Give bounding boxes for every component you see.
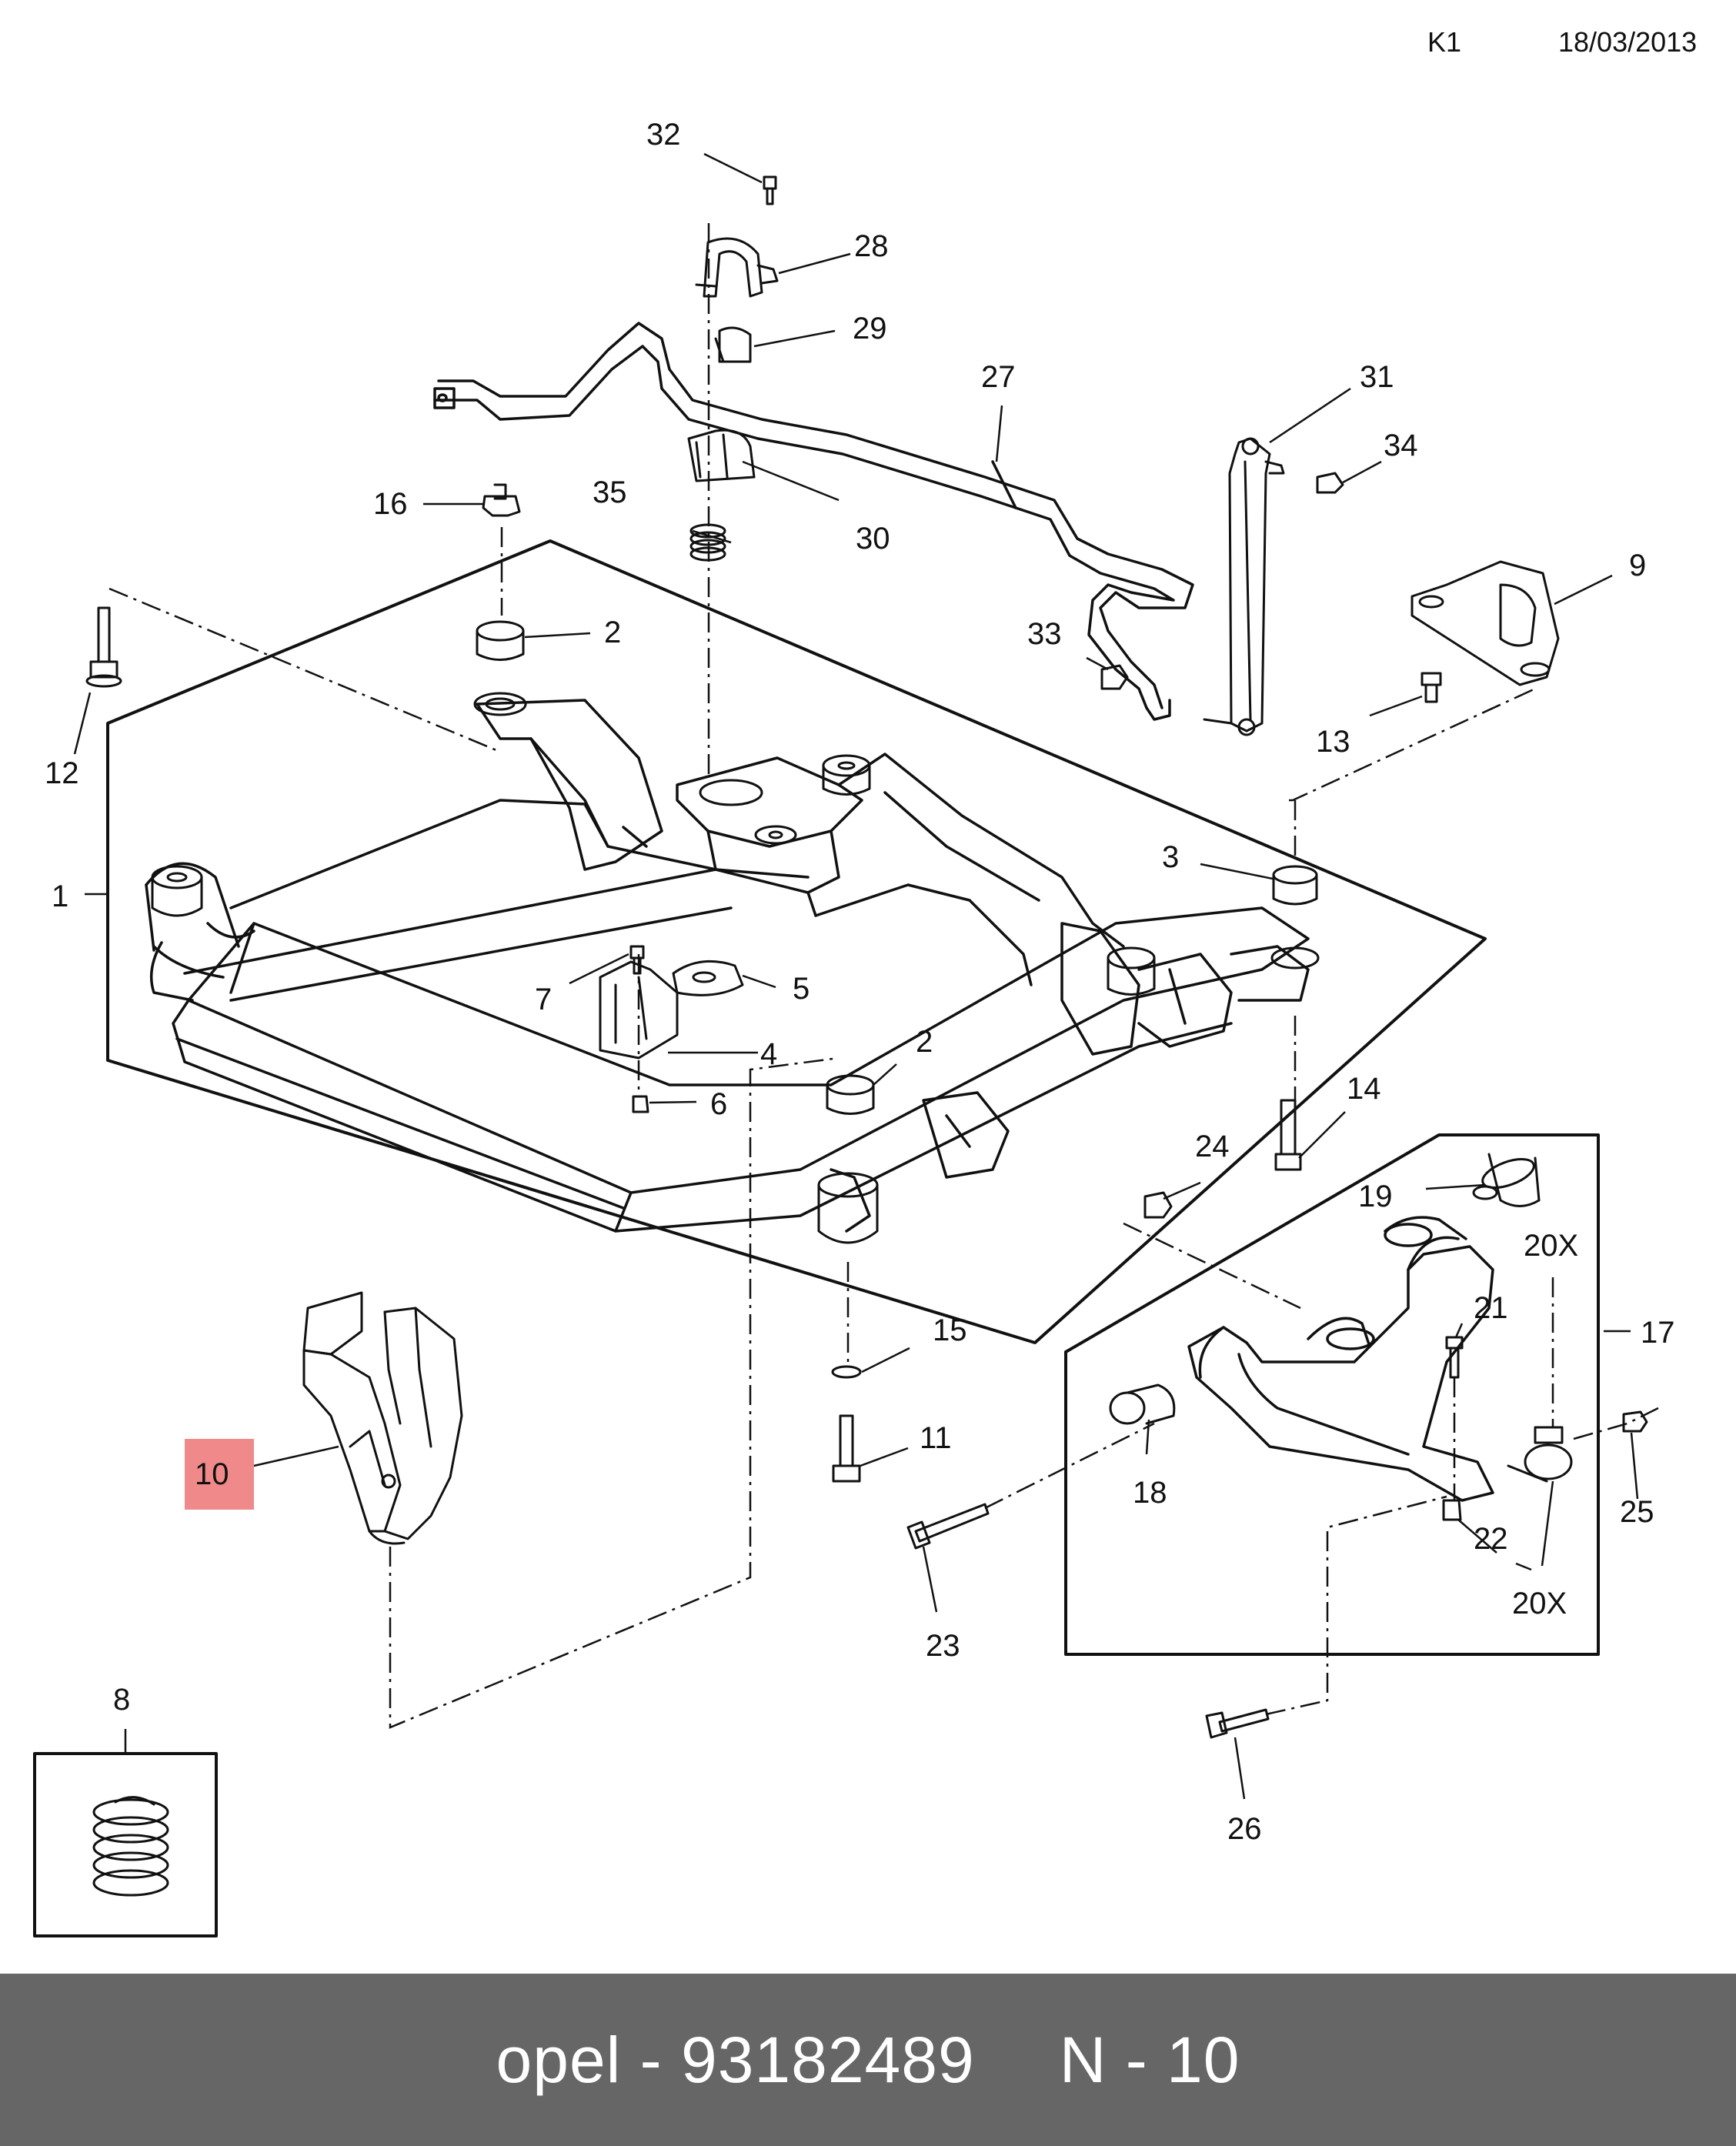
callout-11: 11 (920, 1421, 952, 1455)
callout-labels: 1 2 2 3 4 5 6 7 8 9 10 11 12 13 14 15 16… (45, 118, 1675, 1846)
callout-26: 26 (1227, 1812, 1262, 1846)
callout-20x-top: 20X (1524, 1229, 1578, 1263)
bushing-3 (1270, 865, 1320, 970)
bolt-7 (629, 945, 645, 975)
bolt-23 (906, 1503, 990, 1550)
control-arm-group-outline (1064, 1133, 1600, 1656)
callout-9: 9 (1629, 549, 1646, 582)
spring-8 (92, 1796, 169, 1897)
stabilizer-bracket-30 (687, 429, 756, 482)
callout-34: 34 (1384, 429, 1418, 462)
callout-13: 13 (1316, 725, 1350, 759)
callout-28: 28 (854, 229, 889, 263)
callout-29: 29 (853, 312, 887, 345)
stabilizer-clamp-28 (695, 237, 779, 298)
callout-18: 18 (1133, 1476, 1167, 1510)
callout-30: 30 (856, 522, 890, 556)
callout-19: 19 (1358, 1180, 1393, 1213)
bolt-13 (1421, 672, 1442, 703)
ball-joint-20x (1507, 1426, 1573, 1483)
callout-15: 15 (933, 1313, 967, 1347)
callout-2-lower: 2 (916, 1025, 933, 1059)
lower-control-arm-drawing (1187, 1216, 1494, 1502)
bushing-19 (1472, 1153, 1541, 1207)
bracket-9 (1410, 560, 1560, 686)
callout-12: 12 (45, 756, 79, 790)
highlight-box-10 (185, 1439, 254, 1510)
bolt-12 (85, 606, 122, 688)
nut-22 (1442, 1499, 1462, 1521)
callout-24: 24 (1195, 1130, 1230, 1163)
callout-32: 32 (646, 118, 681, 152)
nut-16 (482, 483, 521, 517)
frame-mount-bushings (151, 754, 1156, 1244)
stabilizer-bushing-29 (714, 326, 752, 363)
bushing-18 (1109, 1383, 1176, 1425)
callout-27: 27 (981, 360, 1016, 394)
bushing-2-lower (826, 1074, 875, 1115)
leader-lines (73, 152, 1639, 1800)
footer-reference: N - 10 (1059, 2023, 1240, 2096)
callout-1: 1 (52, 879, 68, 913)
part-number-footer: opel - 93182489 N - 10 (0, 1974, 1736, 2146)
mount-5 (672, 960, 744, 996)
diagram-date: 18/03/2013 (1558, 26, 1698, 58)
nut-33 (1100, 664, 1129, 690)
subframe-drawing (145, 699, 1310, 1233)
nut-24 (1143, 1191, 1173, 1219)
bolt-14 (1274, 1099, 1302, 1171)
callout-5: 5 (793, 972, 810, 1006)
callout-31: 31 (1360, 360, 1394, 394)
exploded-view-drawing: 1 2 2 3 4 5 6 7 8 9 10 11 12 13 14 15 16… (33, 118, 1675, 1937)
heat-shield-10 (302, 1291, 463, 1545)
callout-7: 7 (535, 983, 552, 1016)
callout-33: 33 (1027, 617, 1062, 651)
callout-16: 16 (373, 487, 408, 521)
callout-22: 22 (1474, 1522, 1508, 1556)
callout-6: 6 (710, 1087, 727, 1121)
bushing-2-upper (473, 620, 527, 716)
callout-8: 8 (113, 1683, 130, 1717)
callout-3: 3 (1162, 840, 1179, 874)
nut-6 (632, 1095, 649, 1113)
nut-25 (1622, 1410, 1648, 1433)
callout-17: 17 (1641, 1316, 1675, 1350)
washer-15 (831, 1365, 862, 1379)
footer-part-number: opel - 93182489 (496, 2023, 975, 2096)
callout-20x-bottom: 20X (1512, 1587, 1567, 1620)
callout-14: 14 (1347, 1072, 1381, 1106)
callout-10: 10 (195, 1457, 229, 1491)
callout-4: 4 (760, 1037, 777, 1071)
parts-diagram-sheet: K1 18/03/2013 (33, 26, 1698, 1937)
spring-box-outline (33, 1752, 218, 1937)
callout-21: 21 (1474, 1291, 1508, 1325)
bolt-11 (832, 1414, 861, 1483)
callout-2-upper: 2 (604, 616, 621, 649)
stabilizer-link-31 (1203, 437, 1285, 736)
stabilizer-bar-drawing (433, 322, 1194, 721)
diagram-code: K1 (1427, 26, 1462, 58)
callout-35: 35 (593, 476, 627, 509)
bolt-32 (763, 175, 777, 205)
nut-34 (1316, 472, 1344, 494)
bolt-26 (1205, 1708, 1270, 1739)
callout-25: 25 (1620, 1495, 1654, 1529)
subframe-group-outline (106, 539, 1487, 1344)
alignment-lines (108, 223, 1659, 1729)
callout-23: 23 (926, 1629, 960, 1663)
